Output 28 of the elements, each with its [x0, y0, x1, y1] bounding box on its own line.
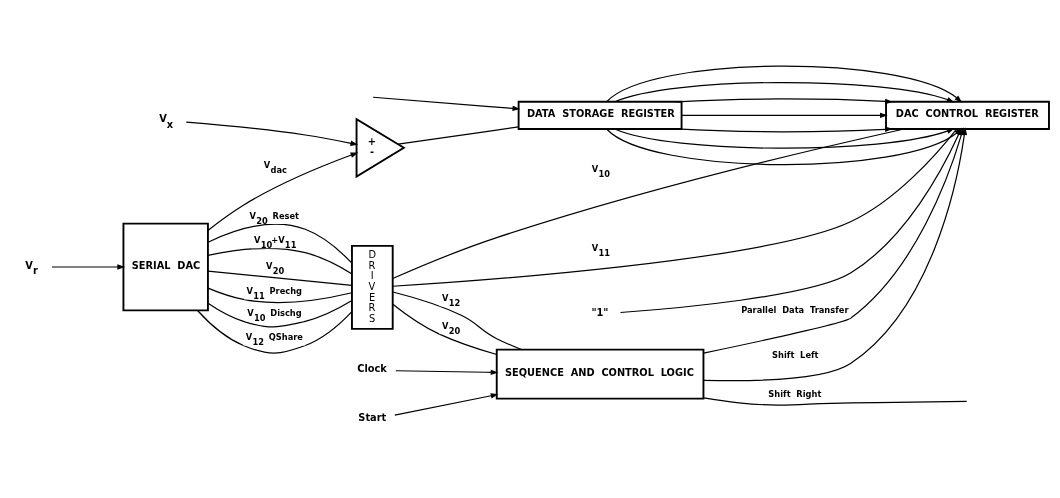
- connector: [207, 223, 353, 264]
- edge-label: Shift Right: [768, 388, 822, 399]
- arrow: [372, 96, 521, 111]
- arrow: [207, 151, 359, 231]
- connector: [207, 299, 353, 327]
- arrow: [185, 121, 359, 146]
- arrow: [51, 263, 125, 270]
- node-text: Clock: [357, 362, 387, 374]
- connector: [207, 270, 353, 286]
- arrow: [606, 65, 963, 103]
- node-text: Start: [358, 411, 387, 423]
- arrow: [395, 369, 499, 375]
- node-box: DRIVERS: [351, 244, 394, 330]
- node-box: SERIAL DAC: [122, 222, 209, 311]
- arrow: [394, 392, 499, 416]
- arrow: [681, 112, 888, 118]
- arrow: [614, 81, 955, 102]
- edge-label: Shift Left: [772, 349, 819, 360]
- arrow: [675, 97, 893, 104]
- connector: [397, 125, 520, 145]
- connector: [392, 303, 498, 355]
- edge-label: Parallel Data Transfer: [741, 304, 849, 315]
- arrow: [614, 127, 955, 149]
- arrow: [675, 126, 893, 132]
- node-box: DATA STORAGE REGISTER: [517, 100, 683, 130]
- node-text: "1": [591, 306, 609, 318]
- node-box: SEQUENCE AND CONTROL LOGIC: [495, 348, 705, 400]
- connector: [703, 396, 968, 406]
